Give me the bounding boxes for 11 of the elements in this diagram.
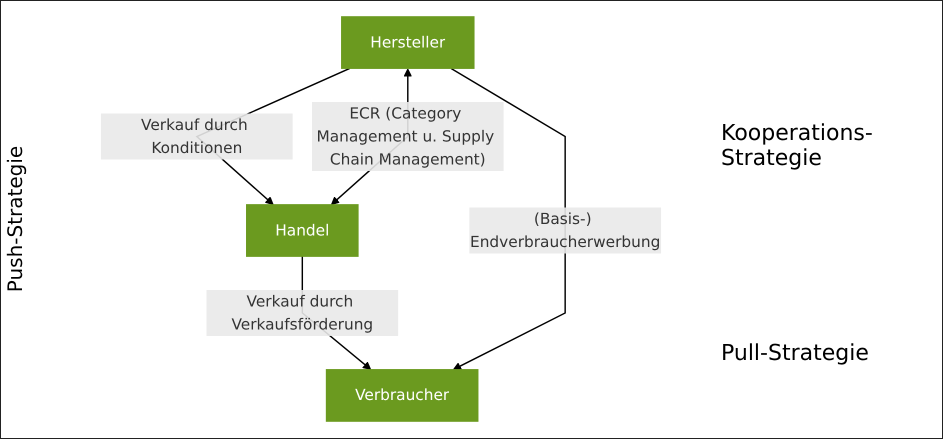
strategy-label: Pull-Strategie <box>721 341 869 366</box>
node-box: Hersteller <box>341 16 475 69</box>
node-box: Handel <box>246 204 359 257</box>
strategy-label: Push-Strategie <box>3 146 27 292</box>
edge-label: Verkauf durch Konditionen <box>141 115 248 157</box>
arrow <box>450 68 566 370</box>
edge-label: (Basis-) Endverbraucherwerbung <box>470 209 660 251</box>
node-box: Verbraucher <box>326 369 478 422</box>
strategy-label: Kooperations-Strategie <box>721 121 874 171</box>
edge-label: Verkauf durch Verkaufsförderung <box>231 292 374 334</box>
edge-label: ECR (Category Management u. Supply Chain Management) <box>316 104 494 168</box>
